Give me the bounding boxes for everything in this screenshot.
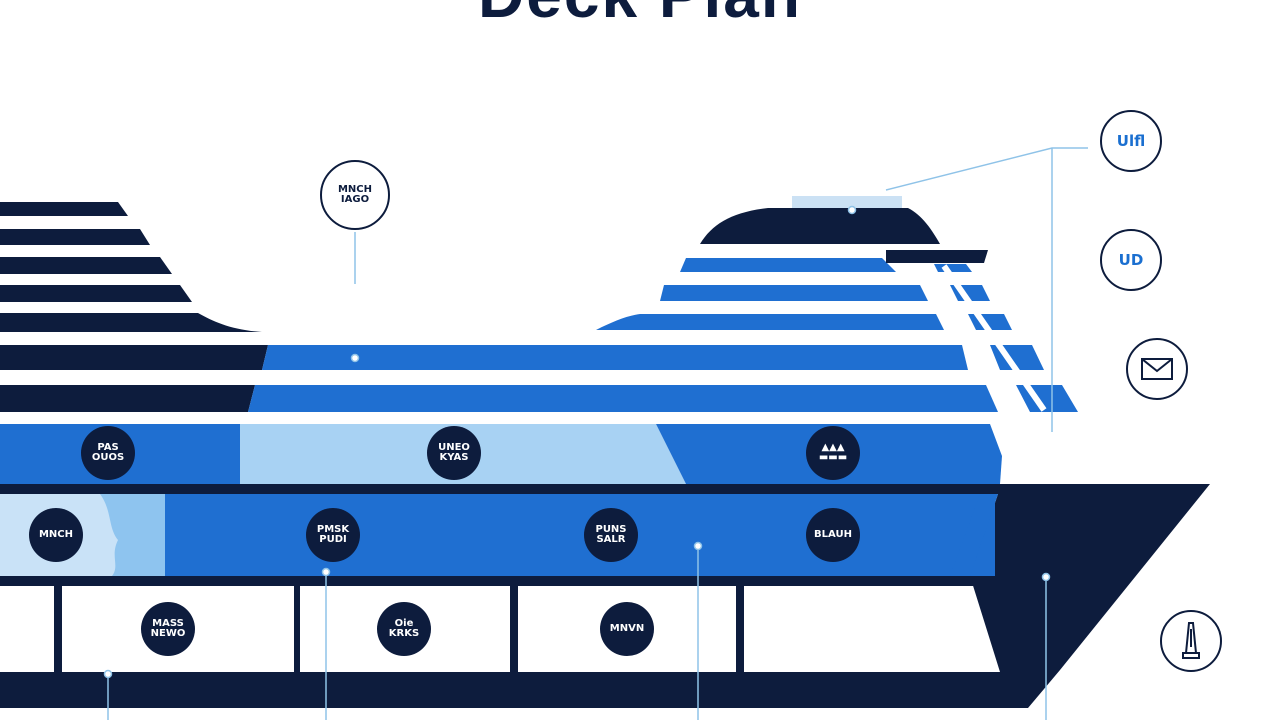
upper-deck-badge[interactable]: PAS OUOS [81,426,135,480]
middle-deck-badge[interactable]: MNCH [29,508,83,562]
side-icon-label: UD [1118,251,1144,269]
lighthouse-glyph [1182,622,1200,659]
badge-label: MASS NEWO [150,617,186,639]
middle-deck-badge[interactable]: PMSK PUDI [306,508,360,562]
top-callout-label: MNCH IAGO [337,183,373,205]
tower-icon[interactable]: UD [1100,229,1162,291]
leader-lines [107,147,1088,720]
hull [0,484,1210,708]
lighthouse-icon[interactable] [1160,610,1222,672]
badge-label: UNEO KYAS [438,441,470,463]
lower-deck-badge[interactable]: Oie KRKS [377,602,431,656]
badge-label: PUNS SALR [595,523,627,545]
upper-deck-badge[interactable]: ▲▲▲ ▬▬▬ [806,426,860,480]
bow-superstructure [596,196,1012,330]
badge-label: Oie KRKS [388,617,420,639]
badge-label: ▲▲▲ ▬▬▬ [818,441,848,463]
bars-icon[interactable]: Ulfl [1100,110,1162,172]
left-stern-decks [0,202,262,332]
leader-dots [103,205,1051,679]
badge-label: MNVN [609,622,645,634]
top-callout-badge[interactable]: MNCH IAGO [320,160,390,230]
badge-label: BLAUH [814,528,852,540]
envelope-glyph [1141,358,1173,380]
upper-deck-bands [0,264,1078,412]
badge-label: MNCH [38,528,74,540]
badge-label: PMSK PUDI [316,523,350,545]
side-icon-label: Ulfl [1116,132,1146,150]
page-title: Deck Plan [0,0,1280,32]
upper-deck-badge[interactable]: UNEO KYAS [427,426,481,480]
middle-deck-badge[interactable]: PUNS SALR [584,508,638,562]
middle-deck-badge[interactable]: BLAUH [806,508,860,562]
badge-label: PAS OUOS [91,441,125,463]
lower-deck-badge[interactable]: MASS NEWO [141,602,195,656]
lower-deck-badge[interactable]: MNVN [600,602,654,656]
envelope-icon[interactable] [1126,338,1188,400]
